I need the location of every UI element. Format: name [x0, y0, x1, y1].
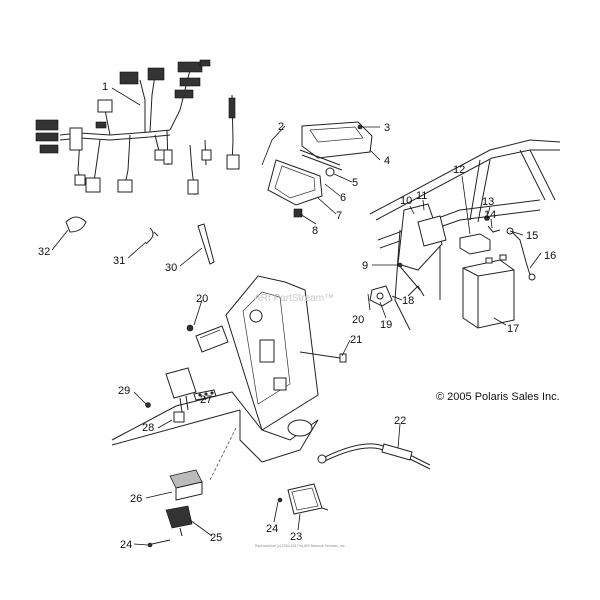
reproduction-note: Reproduction (c) 2004-2017 by ARI Networ… [255, 544, 346, 548]
cdi-box [186, 324, 229, 353]
watermark: ARI PartStream™ [254, 293, 334, 304]
callout-11: 11 [416, 190, 427, 202]
frame-bracket [111, 275, 319, 463]
dashed-leader [209, 427, 237, 481]
callout-labels: 1 2 3 4 5 6 7 8 9 10 11 12 13 14 15 16 1… [38, 81, 556, 551]
callout-29: 29 [118, 385, 130, 397]
clip-32 [65, 216, 87, 233]
callout-10: 10 [400, 195, 412, 207]
copyright-text: © 2005 Polaris Sales Inc. [436, 391, 560, 403]
clip-31 [145, 227, 159, 245]
callout-26: 26 [130, 493, 142, 505]
callout-19: 19 [380, 319, 392, 331]
battery-bracket [397, 203, 447, 291]
callout-13: 13 [482, 196, 494, 208]
connector-block [277, 483, 329, 515]
callout-22: 22 [394, 415, 406, 427]
screw-29 [145, 402, 151, 408]
battery [462, 254, 515, 329]
callout-16: 16 [544, 250, 556, 262]
callout-8: 8 [312, 225, 318, 237]
callout-12: 12 [453, 164, 465, 176]
callout-23: 23 [290, 531, 302, 543]
harness-leads [163, 94, 240, 196]
callout-4: 4 [384, 155, 390, 167]
callout-1: 1 [102, 81, 108, 93]
callout-9: 9 [362, 260, 368, 272]
callout-3: 3 [384, 122, 390, 134]
relay-25 [165, 505, 193, 537]
callout-25: 25 [210, 532, 222, 544]
leader-lines [51, 87, 542, 546]
callout-18: 18 [402, 295, 414, 307]
callout-7: 7 [336, 210, 342, 222]
screw-9 [397, 262, 403, 268]
tail-light-assembly [267, 121, 373, 218]
screw-24-left [147, 539, 171, 548]
callout-20-upper: 20 [196, 293, 208, 305]
relay-26 [169, 469, 203, 501]
terminal-strip [193, 389, 217, 401]
battery-cable [484, 215, 536, 281]
regulator [369, 285, 425, 307]
ignition-coil [165, 367, 197, 423]
callout-5: 5 [352, 177, 358, 189]
ground-cable [317, 443, 431, 470]
callout-24-right: 24 [266, 523, 278, 535]
strap-30 [197, 223, 215, 265]
callout-14: 14 [484, 209, 496, 221]
callout-2: 2 [278, 121, 284, 133]
callout-21: 21 [350, 334, 362, 346]
relay-box [459, 233, 491, 255]
callout-20-lower: 20 [352, 314, 364, 326]
callout-15: 15 [526, 230, 538, 242]
callout-32: 32 [38, 246, 50, 258]
callout-17: 17 [507, 323, 519, 335]
callout-27: 27 [200, 394, 212, 406]
wiring-harness [35, 59, 211, 193]
callout-31: 31 [113, 255, 125, 267]
callout-30: 30 [165, 262, 177, 274]
callout-28: 28 [142, 422, 154, 434]
callout-6: 6 [340, 192, 346, 204]
callout-24-left: 24 [120, 539, 132, 551]
bolt-21 [299, 351, 347, 363]
